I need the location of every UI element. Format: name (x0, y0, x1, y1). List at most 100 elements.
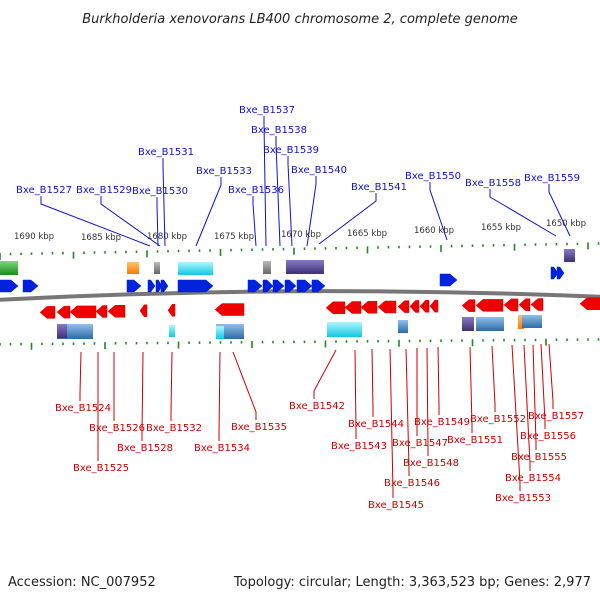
top-gene-label: Bxe_B1533 (196, 166, 252, 177)
gene-arrow (550, 266, 559, 280)
bottom-gene-label: Bxe_B1556 (520, 431, 576, 442)
label-leader (548, 184, 571, 237)
label-leader (511, 344, 521, 491)
top-gene-label: Bxe_B1538 (251, 125, 307, 136)
bottom-gene-label: Bxe_B1554 (505, 473, 561, 484)
top-gene-label: Bxe_B1541 (351, 182, 407, 193)
label-leader (141, 351, 144, 441)
feature-block (154, 262, 160, 274)
label-leader (275, 136, 281, 247)
gene-arrow (344, 301, 362, 314)
gene-arrow (126, 279, 142, 293)
gene-arrow (139, 304, 148, 318)
gene-arrow (69, 305, 97, 319)
label-leader (491, 345, 496, 412)
bottom-gene-label: Bxe_B1526 (89, 423, 145, 434)
label-leader (426, 347, 429, 456)
label-leader (195, 177, 222, 247)
feature-track (0, 249, 575, 339)
label-leader (218, 351, 221, 441)
gene-arrow (397, 300, 410, 313)
gene-arrow (419, 300, 430, 313)
bottom-gene-label: Bxe_B1525 (73, 463, 129, 474)
accession-label: Accession: NC_007952 (8, 575, 156, 590)
bottom-gene-label: Bxe_B1544 (348, 419, 404, 430)
feature-block (178, 262, 213, 275)
gene-arrow (247, 279, 263, 293)
top-gene-label: Bxe_B1537 (239, 105, 295, 116)
gene-arrow (56, 305, 71, 319)
gene-arrow (0, 279, 19, 293)
feature-block (327, 322, 362, 337)
gene-arrow (429, 299, 439, 313)
gene-arrow (95, 305, 108, 318)
label-leader (156, 197, 159, 247)
feature-block (263, 261, 271, 274)
scale-label: 1665 kbp (347, 229, 387, 239)
top-gene-label: Bxe_B1559 (524, 173, 580, 184)
label-leader (162, 158, 166, 247)
scale-label: 1675 kbp (214, 232, 254, 242)
feature-block (169, 325, 175, 337)
gene-arrow (160, 279, 169, 293)
gene-arrow (556, 266, 565, 280)
bottom-gene-label: Bxe_B1549 (414, 417, 470, 428)
gene-arrow (167, 304, 176, 317)
gene-arrow (409, 300, 420, 313)
top-gene-label: Bxe_B1529 (76, 185, 132, 196)
bottom-gene-labels: Bxe_B1524Bxe_B1525Bxe_B1526Bxe_B1528Bxe_… (55, 401, 584, 511)
gene-arrow (272, 279, 285, 293)
feature-block (398, 320, 408, 333)
label-leader (389, 348, 394, 498)
bottom-gene-label: Bxe_B1548 (403, 458, 459, 469)
bottom-gene-label: Bxe_B1542 (289, 401, 345, 412)
label-leader (429, 182, 448, 241)
top-gene-label: Bxe_B1539 (263, 145, 319, 156)
feature-block (462, 317, 474, 331)
feature-block (216, 326, 224, 339)
scale-ticks-top (0, 242, 600, 260)
bottom-gene-label: Bxe_B1543 (331, 441, 387, 452)
bottom-gene-label: Bxe_B1553 (495, 493, 551, 504)
scale-label: 1655 kbp (481, 223, 521, 233)
label-leader (313, 349, 337, 399)
scale-ticks-bottom (0, 338, 600, 350)
bottom-gene-label: Bxe_B1557 (528, 411, 584, 422)
gene-arrow (214, 303, 245, 316)
label-leader (40, 196, 151, 247)
feature-block (286, 260, 324, 274)
top-gene-label: Bxe_B1527 (16, 185, 72, 196)
top-gene-label: Bxe_B1531 (138, 147, 194, 158)
bottom-gene-label: Bxe_B1547 (392, 438, 448, 449)
label-leader (523, 344, 531, 471)
top-label-leaders (40, 116, 571, 247)
gene-arrow (147, 279, 156, 293)
scale-label: 1685 kbp (81, 233, 121, 243)
label-leader (437, 346, 440, 415)
gene-arrow (284, 279, 297, 293)
gene-arrow (177, 279, 214, 293)
scale-label: 1690 kbp (14, 232, 54, 242)
label-leader (170, 351, 173, 421)
top-gene-label: Bxe_B1530 (132, 186, 188, 197)
feature-block (476, 317, 504, 331)
chromosome-backbone (0, 289, 600, 302)
gene-arrow (503, 298, 519, 312)
label-leader (548, 343, 554, 409)
bottom-gene-label: Bxe_B1534 (194, 443, 250, 454)
label-leader (232, 351, 257, 420)
gene-arrow (155, 279, 163, 293)
bottom-label-leaders (79, 343, 554, 498)
feature-block (0, 261, 18, 275)
label-leader (469, 346, 473, 433)
top-gene-label: Bxe_B1540 (291, 165, 347, 176)
feature-block (518, 315, 524, 329)
bottom-gene-label: Bxe_B1555 (511, 452, 567, 463)
bottom-gene-label: Bxe_B1524 (55, 403, 111, 414)
gene-arrow (475, 299, 504, 312)
label-leader (405, 348, 410, 476)
feature-block (57, 324, 67, 338)
